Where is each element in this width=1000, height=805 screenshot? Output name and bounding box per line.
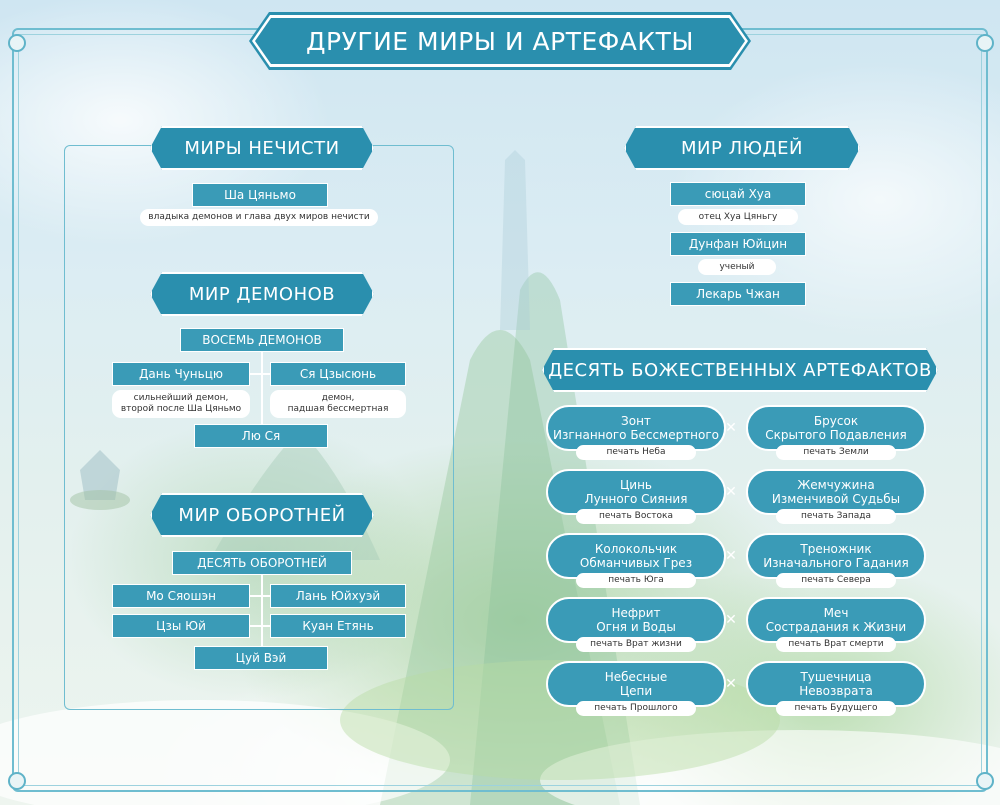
artifact-seal: печать Севера [776, 573, 896, 588]
artifact-line2: Цепи [619, 684, 653, 698]
artifact-line1: Жемчужина [797, 478, 875, 492]
node-lan-yuykhuey: Лань Юйхуэй [270, 584, 406, 608]
artifact-line1: Цинь [619, 478, 653, 492]
artifact-seal: печать Врат жизни [576, 637, 696, 652]
section-title-werewolves: МИР ОБОРОТНЕЙ [150, 493, 374, 537]
artifact-line2: Обманчивых Грез [579, 556, 693, 570]
node-sha-tsyanmo: Ша Цяньмо [192, 183, 328, 207]
section-title-people: МИР ЛЮДЕЙ [624, 126, 860, 170]
artifact-line2: Изначального Гадания [763, 556, 909, 570]
section-title-demons: МИР ДЕМОНОВ [150, 272, 374, 316]
desc-line: демон, [321, 393, 355, 403]
node-syutsay-khua: сюцай Хуа [670, 182, 806, 206]
connector-line [248, 625, 272, 627]
artifact-line2: Огня и Воды [596, 620, 676, 634]
artifact-line1: Треножник [800, 542, 872, 556]
desc-line: сильнейший демон, [133, 393, 229, 403]
node-mo-syaoshen: Мо Сяошэн [112, 584, 250, 608]
artifact-line1: Брусок [813, 414, 859, 428]
artifact-line1: Тушечница [800, 670, 872, 684]
connector-knot-icon: ✕ [725, 548, 737, 564]
artifact-seal: печать Будущего [776, 701, 896, 716]
corner-ornament [8, 772, 26, 790]
node-syutsay-khua-desc: отец Хуа Цяньгу [678, 209, 798, 225]
artifact-seal: печать Неба [576, 445, 696, 460]
node-dan-chuntsyu-desc: сильнейший демон, второй после Ша Цяньмо [112, 390, 250, 418]
artifact-line2: Сострадания к Жизни [765, 620, 907, 634]
connector-knot-icon: ✕ [725, 484, 737, 500]
artifact-line1: Меч [823, 606, 849, 620]
section-title-nechisti: МИРЫ НЕЧИСТИ [150, 126, 374, 170]
connector-knot-icon: ✕ [725, 676, 737, 692]
artifact-line1: Нефрит [611, 606, 661, 620]
connector-line [261, 575, 263, 647]
artifact-line2: Изгнанного Бессмертного [552, 428, 720, 442]
corner-ornament [976, 34, 994, 52]
main-title: ДРУГИЕ МИРЫ И АРТЕФАКТЫ [255, 18, 745, 64]
section-title-artifacts: ДЕСЯТЬ БОЖЕСТВЕННЫХ АРТЕФАКТОВ [542, 348, 938, 392]
desc-line: второй после Ша Цяньмо [120, 404, 242, 414]
artifact-line1: Небесные [604, 670, 668, 684]
connector-knot-icon: ✕ [725, 420, 737, 436]
node-tsuy-vey: Цуй Вэй [194, 646, 328, 670]
node-sya-tszysyun: Ся Цзысюнь [270, 362, 406, 386]
corner-ornament [976, 772, 994, 790]
node-kuan-etyan: Куан Етянь [270, 614, 406, 638]
node-sha-tsyanmo-desc: владыка демонов и глава двух миров нечис… [140, 209, 378, 226]
node-eight-demons: ВОСЕМЬ ДЕМОНОВ [180, 328, 344, 352]
node-lyu-sya: Лю Ся [194, 424, 328, 448]
connector-line [248, 595, 272, 597]
desc-line: падшая бессмертная [287, 404, 389, 414]
node-sya-tszysyun-desc: демон, падшая бессмертная [270, 390, 406, 418]
node-dunfan-yuytsin-desc: ученый [698, 259, 776, 275]
artifact-line2: Скрытого Подавления [765, 428, 907, 442]
artifact-seal: печать Востока [576, 509, 696, 524]
connector-knot-icon: ✕ [725, 612, 737, 628]
artifact-line2: Изменчивой Судьбы [771, 492, 901, 506]
node-lekar-chzhan: Лекарь Чжан [670, 282, 806, 306]
artifact-seal: печать Земли [776, 445, 896, 460]
artifact-line2: Лунного Сияния [584, 492, 688, 506]
node-tszy-yuy: Цзы Юй [112, 614, 250, 638]
corner-ornament [8, 34, 26, 52]
connector-line [248, 373, 272, 375]
node-dunfan-yuytsin: Дунфан Юйцин [670, 232, 806, 256]
artifact-seal: печать Запада [776, 509, 896, 524]
artifact-line1: Зонт [621, 414, 651, 428]
node-dan-chuntsyu: Дань Чуньцю [112, 362, 250, 386]
artifact-line2: Невозврата [799, 684, 873, 698]
node-ten-werewolves: ДЕСЯТЬ ОБОРОТНЕЙ [172, 551, 352, 575]
connector-line [261, 352, 263, 424]
artifact-seal: печать Юга [576, 573, 696, 588]
artifact-seal: печать Прошлого [576, 701, 696, 716]
artifact-seal: печать Врат смерти [776, 637, 896, 652]
artifact-line1: Колокольчик [594, 542, 678, 556]
